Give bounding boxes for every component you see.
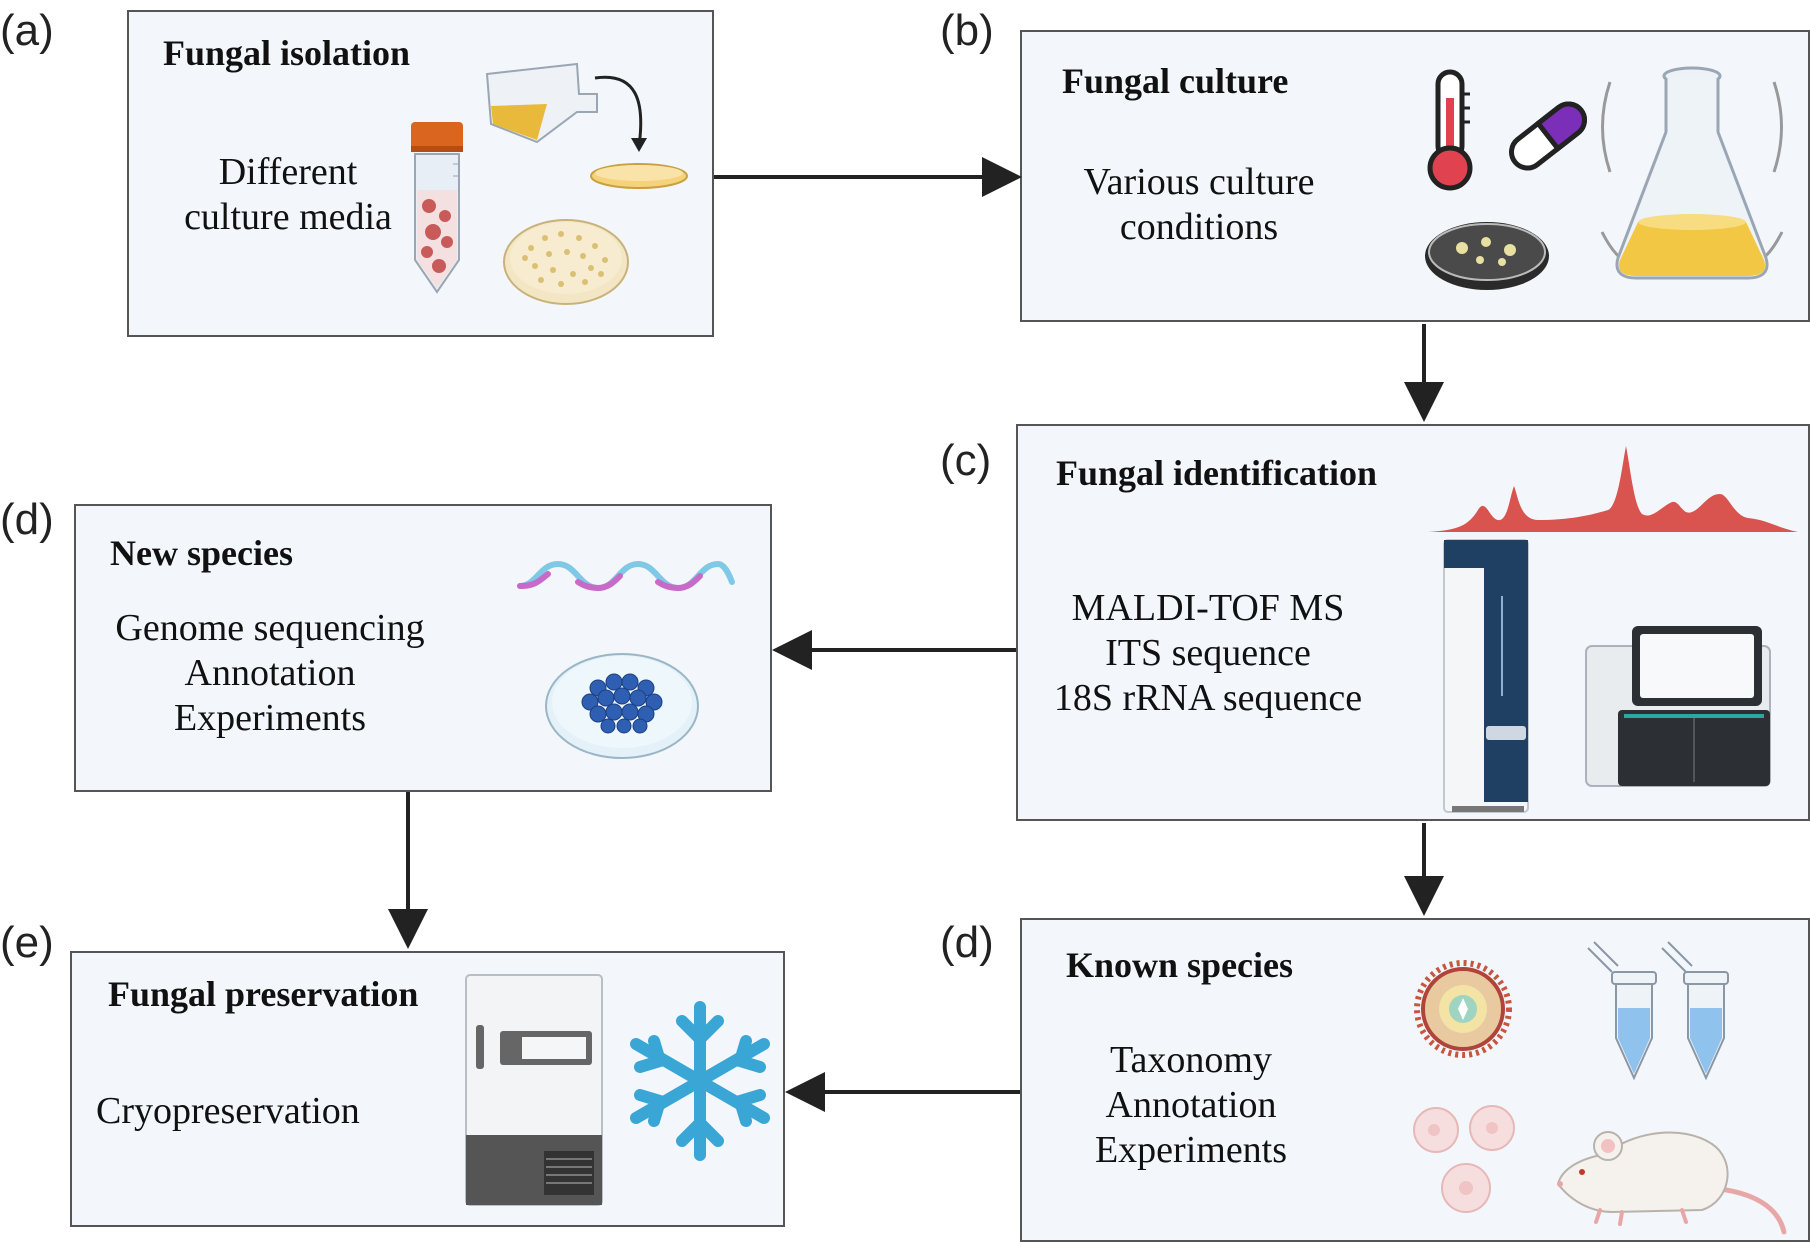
panel-letter-c: (c) <box>940 436 992 485</box>
box-description: Taxonomy Annotation Experiments <box>1056 1038 1326 1173</box>
box-title: New species <box>110 533 293 573</box>
description-line: Experiments <box>173 697 367 739</box>
panel-letter-e: (e) <box>0 918 54 967</box>
spores-icon <box>1413 1105 1515 1213</box>
box-fungal-isolation: Fungal isolation Different culture media <box>127 10 714 337</box>
panel-letter-d-new: (d) <box>0 495 54 544</box>
description-line: ITS sequence <box>1105 632 1311 674</box>
box-title: Fungal isolation <box>163 33 411 73</box>
description-line: Taxonomy <box>1110 1039 1272 1081</box>
thermometer-icon <box>1427 69 1473 191</box>
panel-letter-d-known: (d) <box>940 918 994 967</box>
box-fungal-identification: Fungal identification MALDI-TOF MS ITS s… <box>1016 424 1810 821</box>
box-title: Known species <box>1066 945 1294 985</box>
description-line: Different <box>218 151 358 193</box>
box-description: Cryopreservation <box>96 1089 360 1134</box>
mouse-icon <box>1556 1131 1787 1235</box>
box-new-species: New species Genome sequencing Annotation… <box>74 504 772 792</box>
shaking-flask-icon <box>1600 66 1784 280</box>
description-line: 18S rRNA sequence <box>1053 677 1363 719</box>
pouring-flask-icon <box>485 62 647 152</box>
capsule-icon <box>1509 101 1587 171</box>
description-line: Annotation <box>184 652 356 694</box>
blue-colony-plate-icon <box>545 653 699 759</box>
pcr-tubes-icon <box>1587 941 1729 1081</box>
snowflake-icon <box>630 1001 770 1161</box>
sequencer-icon <box>1585 626 1771 787</box>
centrifuge-tube-icon <box>411 122 463 294</box>
description-line: Various culture <box>1083 161 1315 203</box>
mass-spectrum-icon <box>1428 446 1798 532</box>
colony-plate-icon <box>503 219 629 305</box>
box-fungal-culture: Fungal culture Various culture condition… <box>1020 30 1810 322</box>
maldi-tof-instrument-icon <box>1443 539 1529 813</box>
freezer-icon <box>465 974 603 1206</box>
description-line: MALDI-TOF MS <box>1071 587 1345 629</box>
box-description: MALDI-TOF MS ITS sequence 18S rRNA seque… <box>1038 586 1378 721</box>
fungal-plate-icon <box>1425 222 1549 290</box>
description-line: Genome sequencing <box>115 607 425 649</box>
box-title: Fungal culture <box>1062 61 1289 101</box>
panel-letter-b: (b) <box>940 6 994 55</box>
box-known-species: Known species Taxonomy Annotation Experi… <box>1020 918 1810 1242</box>
box-title: Fungal preservation <box>108 974 419 1014</box>
description-line: culture media <box>184 196 392 238</box>
dna-strand-icon <box>517 560 735 592</box>
box-description: Various culture conditions <box>1064 160 1334 250</box>
description-line: Annotation <box>1105 1084 1277 1126</box>
fungal-cell-icon <box>1414 960 1512 1058</box>
panel-letter-a: (a) <box>0 6 54 55</box>
description-line: Cryopreservation <box>96 1090 360 1132</box>
description-line: conditions <box>1119 206 1279 248</box>
description-line: Experiments <box>1094 1129 1288 1171</box>
box-description: Different culture media <box>153 150 423 240</box>
box-description: Genome sequencing Annotation Experiments <box>100 606 440 741</box>
petri-dish-icon <box>590 163 688 189</box>
box-fungal-preservation: Fungal preservation Cryopreservation <box>70 951 785 1227</box>
box-title: Fungal identification <box>1056 453 1378 493</box>
